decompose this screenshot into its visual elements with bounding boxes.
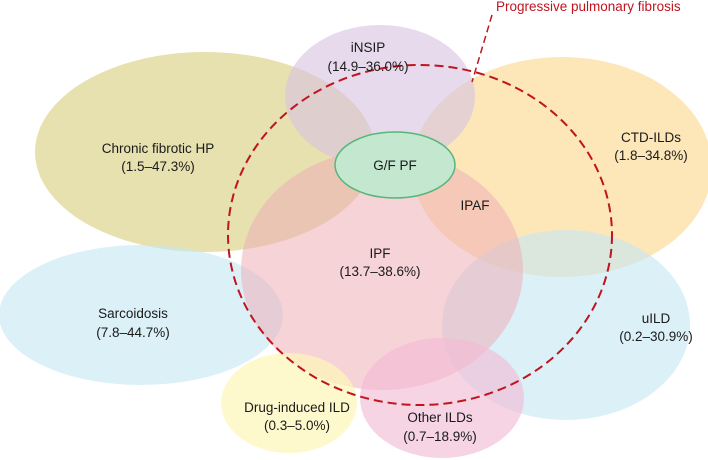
region-gf-pf <box>334 131 456 199</box>
range-ctd-ilds: (1.8–34.8%) <box>614 148 688 163</box>
label-gf-pf: G/F PF <box>373 158 417 173</box>
region-other-ilds <box>360 338 524 458</box>
range-other-ilds: (0.7–18.9%) <box>403 429 477 444</box>
range-inisp: (14.9–36.0%) <box>327 59 408 74</box>
region-ipf <box>241 150 523 390</box>
region-inisp <box>285 25 475 167</box>
range-uild: (0.2–30.9%) <box>619 329 693 344</box>
label-chronic-fibrotic-hp: Chronic fibrotic HP <box>102 141 215 156</box>
label-uild: uILD <box>642 311 671 326</box>
range-chronic-fibrotic-hp: (1.5–47.3%) <box>121 159 195 174</box>
range-drug-induced-ild: (0.3–5.0%) <box>264 418 330 433</box>
label-other-ilds: Other ILDs <box>407 410 473 425</box>
label-ipf: IPF <box>369 246 390 261</box>
label-sarcoidosis: Sarcoidosis <box>98 306 168 321</box>
range-ipf: (13.7–38.6%) <box>339 264 420 279</box>
ppf-label: Progressive pulmonary fibrosis <box>496 0 681 14</box>
range-sarcoidosis: (7.8–44.7%) <box>96 325 170 340</box>
ppf-boundary <box>227 64 613 406</box>
label-ctd-ilds: CTD-ILDs <box>621 130 681 145</box>
label-drug-induced-ild: Drug-induced ILD <box>244 400 350 415</box>
ppf-leader-line <box>471 14 493 83</box>
label-ipaf: IPAF <box>460 198 489 213</box>
region-sarcoidosis <box>0 245 283 385</box>
label-inisp: iNSIP <box>351 40 386 55</box>
region-drug-induced-ild <box>221 353 357 453</box>
